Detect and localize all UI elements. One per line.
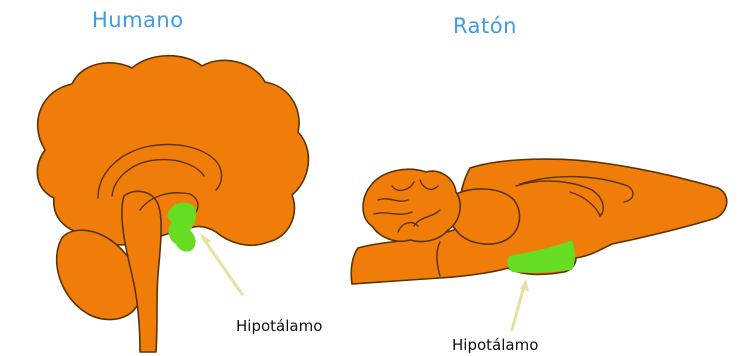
human-hypothalamus-pointer	[203, 238, 242, 294]
mouse-cerebellum	[363, 169, 460, 241]
mouse-brain	[351, 159, 727, 330]
human-brain	[37, 56, 308, 352]
mouse-hypothalamus-label: Hipotálamo	[452, 336, 538, 354]
human-hypothalamus	[167, 203, 196, 252]
mouse-hypothalamus-pointer	[512, 286, 524, 330]
mouse-pointer-arrowhead	[520, 279, 529, 291]
human-hypothalamus-label: Hipotálamo	[236, 317, 322, 335]
